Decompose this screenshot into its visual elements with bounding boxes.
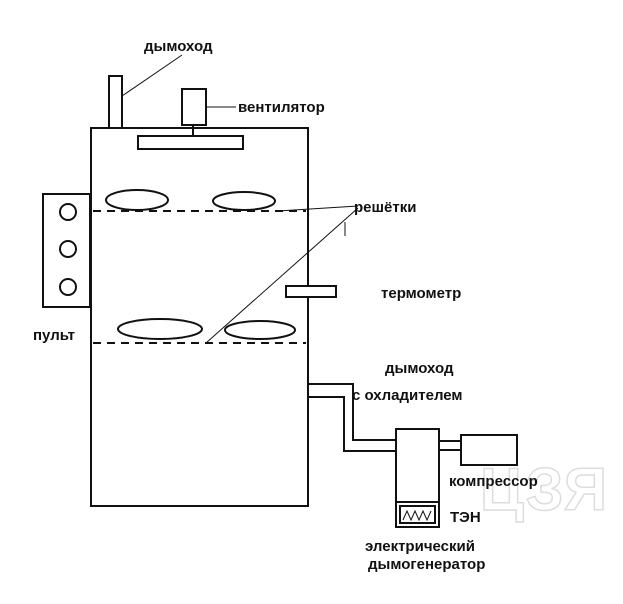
heater-label: ТЭН [450,509,481,526]
cooler-pipe-bottom-wall [308,396,396,452]
heater-coil [402,509,432,522]
remote-label: пульт [33,327,75,344]
upper-food-left [105,189,169,211]
control-knob-3 [59,278,77,296]
control-knob-1 [59,203,77,221]
grates-label: решётки [354,199,416,216]
thermometer-label: термометр [381,285,461,302]
chimney-pipe [108,75,123,129]
generator-label-line1: электрический [365,538,475,555]
smokehouse-chamber [90,127,309,507]
compressor [460,434,518,466]
lower-food-left [117,318,203,340]
lower-food-right [224,320,296,340]
thermometer [285,285,337,298]
grates-leader-upper [277,205,359,212]
cooler-label-line2: с охладителем [352,387,463,404]
chimney-leader-line [121,54,183,97]
upper-food-right [212,191,276,211]
fan-motor [181,88,207,126]
chimney-label: дымоход [144,38,213,55]
watermark: ЦЗЯ [480,456,609,523]
control-panel [42,193,91,308]
compressor-label: компрессор [449,473,538,490]
fan-label: вентилятор [238,99,325,116]
cooler-pipe-top-wall [308,383,396,441]
control-knob-2 [59,240,77,258]
fan-blade [137,135,244,150]
grates-leader-lower [205,207,359,344]
compressor-connector [439,440,461,451]
cooler-label-line1: дымоход [385,360,454,377]
generator-label-line2: дымогенератор [368,556,485,573]
